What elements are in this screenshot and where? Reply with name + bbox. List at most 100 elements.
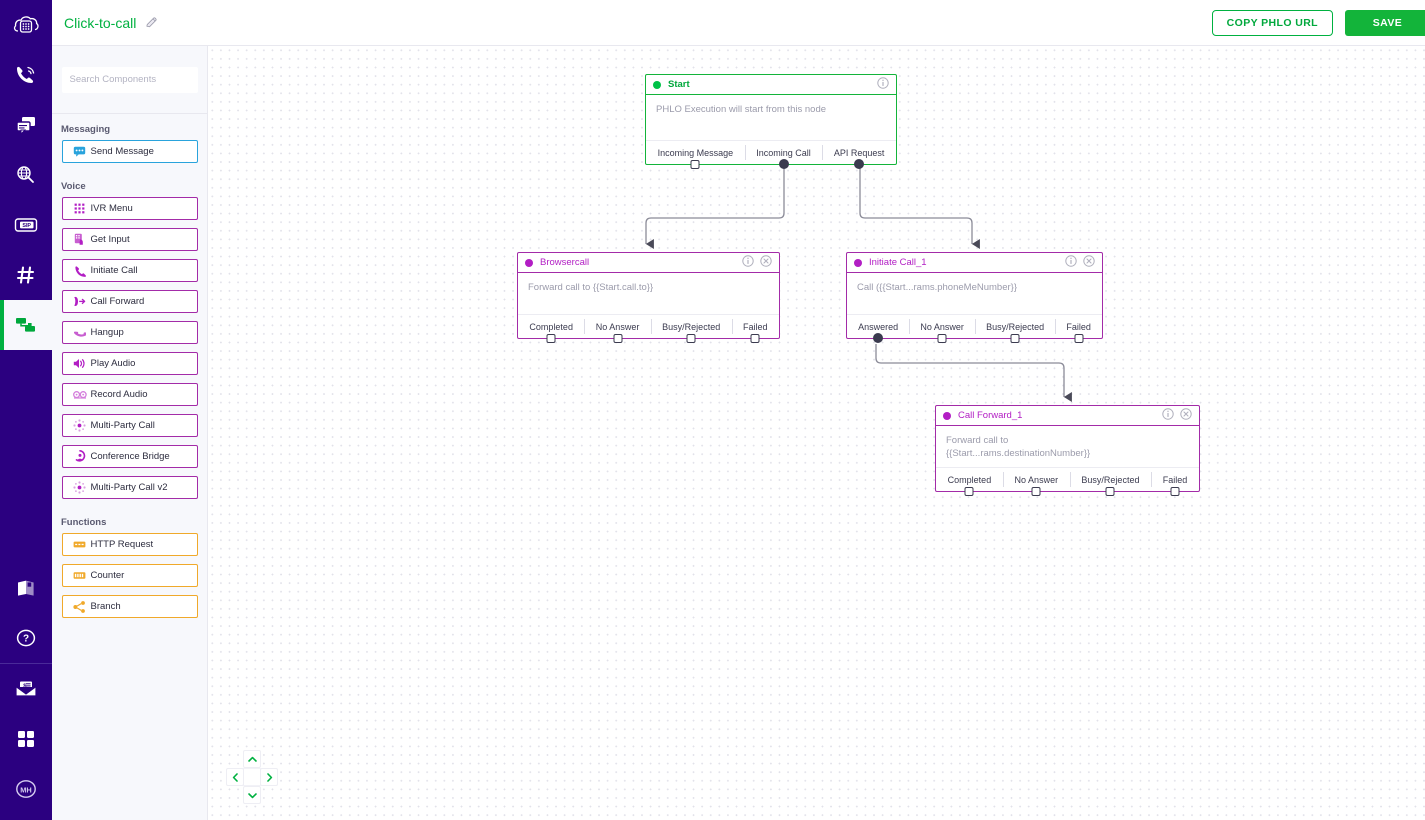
phone-wave-icon	[14, 64, 38, 86]
component-record-audio[interactable]: Record Audio	[61, 383, 198, 406]
nav-up-button[interactable]	[243, 750, 261, 768]
port-connector-handle[interactable]	[1105, 487, 1115, 496]
component-send-message[interactable]: Send Message	[61, 140, 198, 163]
info-icon[interactable]	[1162, 407, 1174, 425]
component-play-audio[interactable]: Play Audio	[61, 352, 198, 375]
pencil-icon[interactable]	[145, 16, 158, 29]
phlo-flow-icon	[13, 314, 39, 336]
component-multi-party-call-v2[interactable]: Multi-Party Call v2	[61, 476, 198, 499]
rail-item-phlo[interactable]	[0, 300, 52, 350]
port-connector-handle[interactable]	[613, 334, 623, 343]
cloud-keypad-icon	[13, 14, 39, 36]
nav-down-button[interactable]	[243, 786, 261, 804]
port-connector-handle[interactable]	[854, 159, 865, 169]
rail-item-numbers[interactable]	[0, 250, 52, 300]
rail-item-voice[interactable]	[0, 50, 52, 100]
multi-party-icon	[69, 481, 91, 494]
component-http-request[interactable]: HTTP Request	[61, 533, 198, 556]
messages-icon	[14, 115, 38, 135]
component-label: Hangup	[90, 327, 124, 338]
component-initiate-call[interactable]: Initiate Call	[61, 259, 198, 282]
port-busy-rejected[interactable]: Busy/Rejected	[1069, 468, 1151, 496]
info-icon[interactable]	[1065, 254, 1077, 272]
component-label: Send Message	[90, 146, 154, 157]
component-multi-party-call[interactable]: Multi-Party Call	[61, 414, 198, 437]
port-api-request[interactable]: API Request	[822, 141, 896, 169]
close-icon[interactable]	[1180, 407, 1192, 425]
component-branch[interactable]: Branch	[61, 595, 198, 618]
node-header-icons	[877, 76, 889, 94]
nav-right-button[interactable]	[260, 768, 278, 786]
rail-item-lookup[interactable]	[0, 150, 52, 200]
port-connector-handle[interactable]	[1010, 334, 1020, 343]
port-busy-rejected[interactable]: Busy/Rejected	[975, 315, 1055, 343]
rail-item-docs[interactable]	[0, 563, 52, 613]
node-header[interactable]: Initiate Call_1	[847, 253, 1102, 273]
port-connector-handle[interactable]	[873, 333, 884, 343]
component-call-forward[interactable]: Call Forward	[61, 290, 198, 313]
port-connector-handle[interactable]	[1031, 487, 1041, 496]
port-connector-handle[interactable]	[546, 334, 556, 343]
port-completed[interactable]: Completed	[518, 315, 584, 343]
rail-item-overview[interactable]	[0, 0, 52, 50]
left-nav-rail: SIP	[0, 0, 52, 820]
save-button[interactable]: SAVE	[1345, 9, 1425, 36]
port-no-answer[interactable]: No Answer	[584, 315, 650, 343]
node-header[interactable]: Browsercall	[518, 253, 779, 273]
port-connector-handle[interactable]	[1074, 334, 1084, 343]
close-icon[interactable]	[760, 254, 772, 272]
component-group-label-func: Functions	[61, 517, 107, 528]
node-header-icons	[1162, 407, 1192, 425]
port-connector-handle[interactable]	[937, 334, 947, 343]
rail-item-sip[interactable]: SIP	[0, 200, 52, 250]
component-hangup[interactable]: Hangup	[61, 321, 198, 344]
info-icon[interactable]	[877, 76, 889, 94]
port-connector-handle[interactable]	[964, 487, 974, 496]
svg-text:SIP: SIP	[22, 223, 31, 229]
port-label: Busy/Rejected	[986, 321, 1045, 332]
globe-search-icon	[14, 164, 38, 186]
port-failed[interactable]: Failed	[1055, 315, 1102, 343]
rail-item-apps[interactable]	[0, 714, 52, 764]
copy-phlo-url-button[interactable]: COPY PHLO URL	[1211, 9, 1333, 36]
port-completed[interactable]: Completed	[936, 468, 1003, 496]
rail-item-billing[interactable]: $	[0, 664, 52, 714]
port-connector-handle[interactable]	[690, 160, 700, 169]
header-actions: COPY PHLO URL SAVE	[1211, 9, 1425, 36]
component-ivr-menu[interactable]: IVR Menu	[61, 197, 198, 220]
close-icon[interactable]	[1083, 254, 1095, 272]
component-get-input[interactable]: Get Input	[61, 228, 198, 251]
port-incoming-call[interactable]: Incoming Call	[744, 141, 823, 169]
component-conference-bridge[interactable]: Conference Bridge	[61, 445, 198, 468]
rail-item-messaging[interactable]	[0, 100, 52, 150]
port-failed[interactable]: Failed	[731, 315, 779, 343]
node-title: Call Forward_1	[958, 410, 1023, 421]
port-connector-handle[interactable]	[750, 334, 760, 343]
search-input[interactable]	[61, 66, 198, 93]
avatar[interactable]: MH	[0, 764, 52, 814]
port-busy-rejected[interactable]: Busy/Rejected	[650, 315, 732, 343]
port-no-answer[interactable]: No Answer	[1002, 468, 1070, 496]
node-header[interactable]: Start	[646, 75, 896, 95]
rail-item-help[interactable]: ?	[0, 613, 52, 663]
nav-left-button[interactable]	[226, 768, 244, 786]
info-icon[interactable]	[742, 254, 754, 272]
node-status-dot-icon	[525, 258, 533, 267]
port-connector-handle[interactable]	[1170, 487, 1180, 496]
port-label: Busy/Rejected	[662, 321, 721, 332]
node-header[interactable]: Call Forward_1	[936, 406, 1199, 426]
port-incoming-message[interactable]: Incoming Message	[646, 141, 745, 169]
component-label: Call Forward	[90, 296, 145, 307]
port-failed[interactable]: Failed	[1151, 468, 1199, 496]
port-answered[interactable]: Answered	[847, 315, 909, 343]
port-connector-handle[interactable]	[778, 159, 789, 169]
component-counter[interactable]: Counter	[61, 564, 198, 587]
port-no-answer[interactable]: No Answer	[909, 315, 975, 343]
avatar-initials-icon: MH	[13, 778, 39, 800]
port-connector-handle[interactable]	[686, 334, 696, 343]
